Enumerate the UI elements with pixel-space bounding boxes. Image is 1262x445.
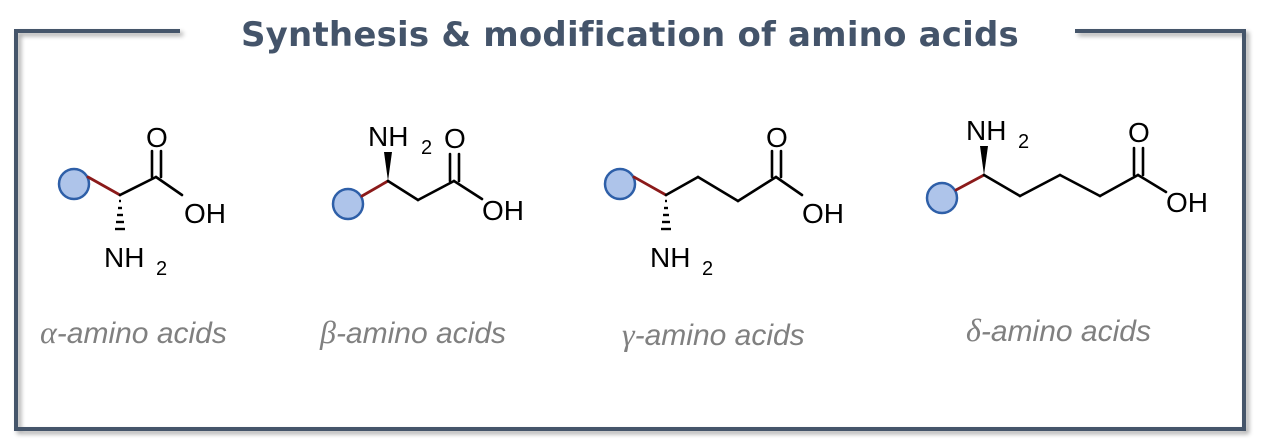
carbonyl-oxygen-label: O (146, 122, 168, 153)
greek-letter: γ (622, 316, 635, 352)
bond (452, 179, 484, 201)
greek-letter: α (40, 314, 57, 350)
amine-subscript: 2 (702, 258, 713, 280)
r-group-circle (331, 187, 365, 221)
greek-letter: β (320, 314, 336, 350)
carbonyl-oxygen-label: O (766, 122, 788, 153)
solid-wedge (980, 146, 988, 175)
amine-label: NH (104, 242, 144, 273)
amine-label: NH (650, 242, 690, 273)
hydroxyl-label: OH (802, 198, 844, 229)
bond (118, 175, 158, 197)
amine-label: NH (368, 121, 408, 152)
bond (1018, 173, 1062, 198)
bond (386, 179, 420, 202)
r-group-bond (632, 175, 668, 197)
delta-amino-acid-structure: NH 2 O OH (925, 115, 1208, 218)
caption-alpha: α-amino acids (40, 312, 227, 352)
solid-wedge (384, 152, 392, 181)
caption-text: -amino acids (634, 319, 805, 352)
caption-text: -amino acids (335, 317, 507, 350)
bond (1058, 173, 1102, 198)
caption-gamma: γ-amino acids (622, 314, 805, 354)
carbonyl-oxygen-label: O (1128, 117, 1150, 148)
amine-subscript: 2 (1018, 131, 1029, 153)
caption-beta: β-amino acids (320, 312, 506, 352)
bond (154, 175, 184, 197)
alpha-amino-acid-structure: O OH NH 2 (57, 122, 226, 280)
amine-subscript: 2 (156, 258, 167, 280)
caption-text: -amino acids (980, 315, 1151, 348)
bond (736, 175, 778, 203)
hydroxyl-label: OH (184, 198, 226, 229)
r-group-bond (86, 175, 122, 197)
amine-label: NH (966, 115, 1006, 146)
r-group-circle (925, 181, 959, 215)
amine-subscript: 2 (421, 137, 432, 159)
hydroxyl-label: OH (482, 195, 524, 226)
carbonyl-oxygen-label: O (444, 123, 466, 154)
hydroxyl-label: OH (1166, 187, 1208, 218)
r-group-bond (360, 179, 390, 198)
hashed-wedge (661, 199, 671, 231)
frame-border (14, 29, 1246, 431)
caption-delta: δ-amino acids (966, 310, 1151, 350)
bond (1136, 173, 1168, 194)
r-group-bond (954, 173, 986, 192)
greek-letter: δ (966, 312, 981, 348)
caption-text: -amino acids (56, 317, 227, 350)
bond (416, 179, 456, 202)
bond (774, 175, 804, 197)
bond (982, 173, 1022, 198)
bond (664, 175, 700, 197)
bond (1098, 173, 1140, 198)
r-group-circle (57, 167, 91, 201)
hashed-wedge (115, 199, 125, 231)
bond (696, 175, 740, 203)
diagram-title: Synthesis & modification of amino acids (241, 15, 1019, 55)
r-group-circle (603, 167, 637, 201)
beta-amino-acid-structure: NH 2 O OH (331, 121, 524, 226)
gamma-amino-acid-structure: O OH NH 2 (603, 122, 844, 280)
